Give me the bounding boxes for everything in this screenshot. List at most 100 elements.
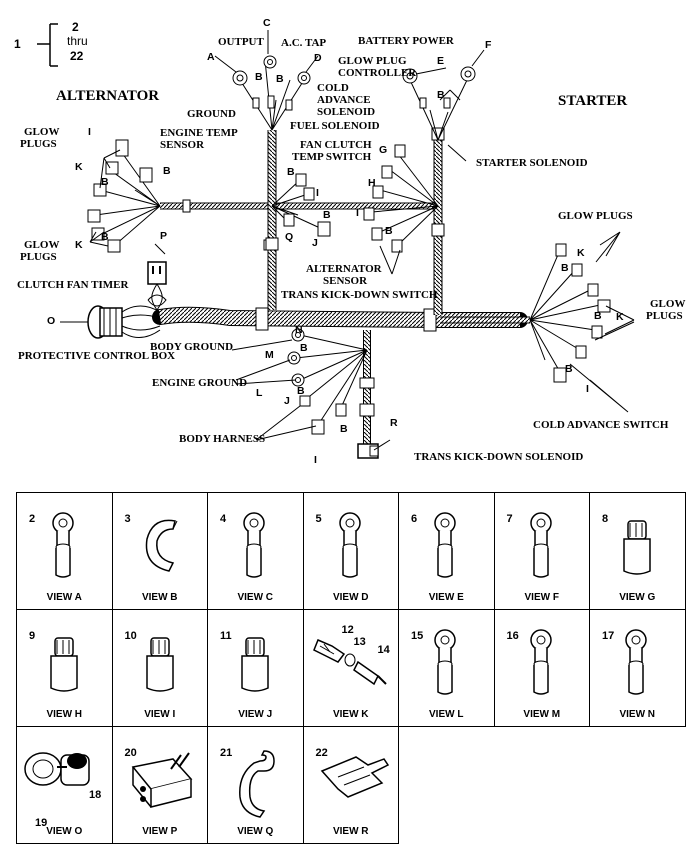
view-label: VIEW R: [332, 826, 369, 837]
letter-b: B: [565, 363, 573, 375]
label-trans-kickdown-switch: TRANS KICK-DOWN SWITCH: [281, 289, 438, 301]
part-number: 2: [29, 513, 36, 525]
top-left-wire-fan: [232, 55, 311, 131]
callout-item-number: 1: [14, 37, 21, 51]
label-body-harness: BODY HARNESS: [179, 433, 266, 445]
view-label: VIEW F: [524, 592, 559, 603]
view-label: VIEW N: [619, 709, 656, 720]
letter-o: O: [47, 315, 56, 327]
letter-b: B: [163, 165, 171, 177]
letter-b: B: [297, 385, 305, 397]
letter-p: P: [160, 230, 168, 242]
lower-harness-branch: [357, 330, 379, 459]
part-number: 20: [124, 747, 137, 759]
part-number: 11: [220, 630, 232, 642]
label-glow-plugs-top-2: PLUGS: [20, 138, 57, 150]
view-label: VIEW C: [237, 592, 274, 603]
part-number: 18: [89, 789, 102, 801]
view-label: VIEW G: [619, 592, 656, 603]
label-fuel-solenoid: FUEL SOLENOID: [290, 120, 380, 132]
letter-a: A: [207, 51, 215, 63]
view-label: VIEW D: [332, 592, 369, 603]
letter-j: J: [284, 395, 290, 407]
harness-drawing: [37, 23, 635, 459]
view-label: VIEW P: [142, 826, 178, 837]
letter-b: B: [287, 166, 295, 178]
label-trans-kickdown-solenoid: TRANS KICK-DOWN SOLENOID: [414, 451, 584, 463]
letter-b: B: [101, 231, 109, 243]
label-cold-advance-solenoid-2: ADVANCE: [317, 94, 371, 106]
part-number: 3: [124, 513, 131, 525]
label-output: OUTPUT: [218, 36, 264, 48]
fan-clutch-cluster: [271, 173, 331, 237]
label-starter-solenoid: STARTER SOLENOID: [476, 157, 588, 169]
letter-h: H: [368, 177, 376, 189]
reference-callout: 1 2 thru 22: [14, 18, 88, 74]
part-number: 9: [29, 630, 36, 642]
letter-b: B: [101, 176, 109, 188]
label-glow-plugs-right-1: GLOW: [650, 298, 686, 310]
letter-b: B: [276, 73, 284, 85]
part-number: 17: [602, 630, 615, 642]
view-label: VIEW O: [46, 826, 83, 837]
part-number: 21: [220, 747, 233, 759]
label-glow-plugs-right-top: GLOW PLUGS: [558, 210, 633, 222]
top-right-wire-fan: [402, 66, 476, 141]
label-engine-temp-sensor-2: SENSOR: [160, 139, 205, 151]
view-label: VIEW E: [428, 592, 464, 603]
callout-thru: thru: [67, 34, 88, 48]
view-label: VIEW M: [523, 709, 561, 720]
part-number: 14: [377, 644, 390, 656]
view-label: VIEW K: [332, 709, 369, 720]
letter-b: B: [437, 89, 445, 101]
part-number: 5: [315, 513, 322, 525]
view-label: VIEW L: [429, 709, 464, 720]
label-alternator-sensor-1: ALTERNATOR: [306, 263, 382, 275]
view-label: VIEW A: [46, 592, 82, 603]
header-alternator: ALTERNATOR: [56, 88, 160, 104]
label-battery-power: BATTERY POWER: [358, 35, 454, 47]
label-glow-plugs-top-1: GLOW: [24, 126, 60, 138]
callout-end-number: 22: [70, 49, 84, 63]
starter-side-cluster: [363, 144, 439, 253]
label-glow-plug-controller-1: GLOW PLUG: [338, 55, 407, 67]
letter-i: I: [314, 454, 317, 466]
letter-n: N: [295, 324, 303, 336]
letter-l: L: [256, 387, 263, 399]
letter-f: F: [485, 39, 492, 51]
view-label: VIEW I: [144, 709, 176, 720]
starter-glow-plug-fan: [529, 243, 611, 383]
vertical-harness-right: [431, 127, 445, 315]
view-label: VIEW Q: [237, 826, 274, 837]
label-engine-ground: ENGINE GROUND: [152, 377, 248, 389]
letter-k: K: [616, 311, 624, 323]
letter-b: B: [594, 310, 602, 322]
letter-q: Q: [285, 231, 294, 243]
label-ground: GROUND: [187, 108, 236, 120]
label-glow-plugs-left-1: GLOW: [24, 239, 60, 251]
letter-b: B: [561, 262, 569, 274]
letter-i: I: [356, 207, 359, 219]
label-body-ground: BODY GROUND: [150, 341, 234, 353]
letter-g: G: [379, 144, 388, 156]
letter-k: K: [75, 161, 83, 173]
letter-d: D: [314, 52, 322, 64]
leader-lines: [60, 30, 635, 451]
lower-ground-fan: [287, 328, 368, 435]
part-number: 7: [506, 513, 513, 525]
letter-b: B: [340, 423, 348, 435]
letter-e: E: [437, 55, 445, 67]
label-protective-control-box: PROTECTIVE CONTROL BOX: [18, 350, 176, 362]
letter-i: I: [586, 383, 589, 395]
